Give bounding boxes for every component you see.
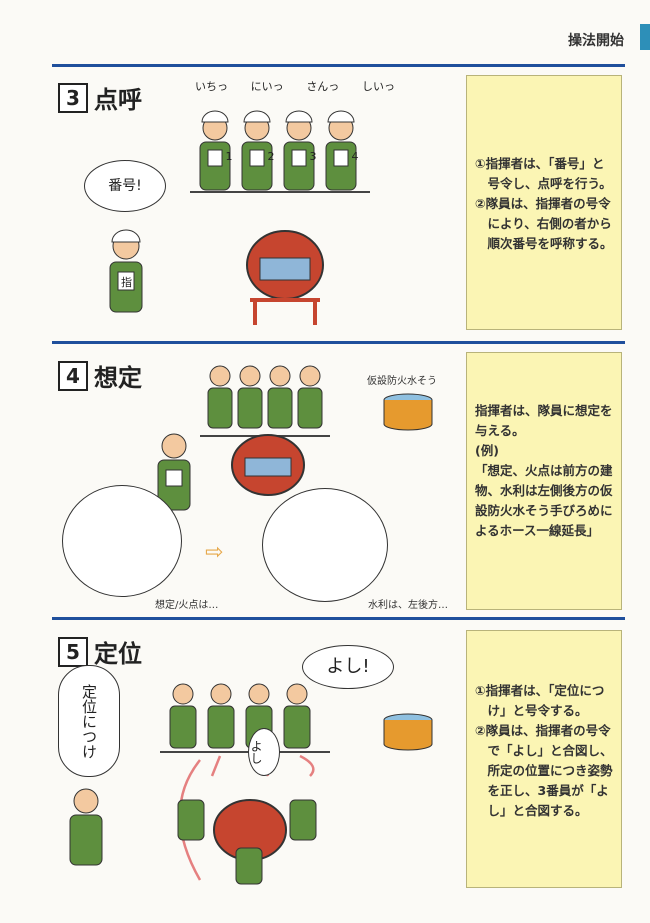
members-illustration <box>190 110 370 193</box>
commander-illustration <box>69 788 103 866</box>
note: ①指揮者は、「定位につけ」と号令する。 <box>475 683 605 718</box>
arrow-right-icon: ⇨ <box>205 540 224 565</box>
scene-bubble-right <box>262 488 388 602</box>
scene-bubble-left <box>62 485 182 597</box>
member-number: 2 <box>267 150 275 163</box>
caption-right: 水利は、左後方… <box>368 600 448 611</box>
section-tab-marker <box>640 24 650 50</box>
commander-speech-bubble: 番号! <box>84 160 166 212</box>
note: ①指揮者は、「番号」と号令し、点呼を行う。 <box>475 156 612 191</box>
member-number: 3 <box>309 150 317 163</box>
member-number: 1 <box>225 150 233 163</box>
pump-illustration <box>246 230 324 325</box>
caption-left: 想定/火点は… <box>155 600 219 611</box>
member-3-speech-bubble: よし <box>248 728 280 776</box>
shout: にいっ <box>250 80 284 93</box>
commander-speech-bubble: 定位につけ <box>58 665 120 777</box>
note: 「想定、火点は前方の建物、水利は左側後方の仮設防火水そう手びろめによるホース一線… <box>475 463 613 538</box>
shout: いちっ <box>195 80 228 93</box>
member-numbers: 1 2 3 4 <box>208 150 378 163</box>
positioning-illustration <box>160 683 330 885</box>
section-number: 5 <box>58 636 88 667</box>
shout: さんっ <box>306 80 340 93</box>
member-number: 4 <box>351 150 359 163</box>
section-5-notes: ①指揮者は、「定位につけ」と号令する。 ②隊員は、指揮者の号令で「よし」と合図し、… <box>466 630 622 888</box>
shout: しいっ <box>361 80 395 93</box>
section-3-notes: ①指揮者は、「番号」と号令し、点呼を行う。 ②隊員は、指揮者の号令により、右側の者… <box>466 75 622 330</box>
divider <box>52 64 625 67</box>
section-heading: 想定 <box>94 364 142 392</box>
members-and-pump-illustration <box>200 365 330 496</box>
roll-call-shouts: いちっ にいっ さんっ しいっ <box>195 78 395 94</box>
note: (例) <box>475 443 499 458</box>
tank-label: 仮設防火水そう <box>367 376 437 387</box>
note: ②隊員は、指揮者の号令により、右側の者から順次番号を呼称する。 <box>475 196 613 251</box>
note: ②隊員は、指揮者の号令で「よし」と合図し、所定の位置につき姿勢を正し、3番員が「… <box>475 723 613 818</box>
water-tank-icon <box>383 393 433 431</box>
water-tank-icon <box>383 713 433 751</box>
section-number: 4 <box>58 360 88 391</box>
page-header-title: 操法開始 <box>568 33 624 49</box>
section-4-notes: 指揮者は、隊員に想定を与える。 (例) 「想定、火点は前方の建物、水利は左側後方の仮… <box>466 352 622 610</box>
commander-illustration <box>157 433 191 511</box>
section-heading: 定位 <box>94 640 142 668</box>
section-heading: 点呼 <box>94 86 142 114</box>
members-speech-bubble: よし! <box>302 645 394 689</box>
section-number: 3 <box>58 82 88 113</box>
note: 指揮者は、隊員に想定を与える。 <box>475 403 613 438</box>
divider <box>52 341 625 344</box>
commander-badge: 指 <box>121 276 132 289</box>
divider <box>52 617 625 620</box>
commander-illustration <box>109 229 143 313</box>
